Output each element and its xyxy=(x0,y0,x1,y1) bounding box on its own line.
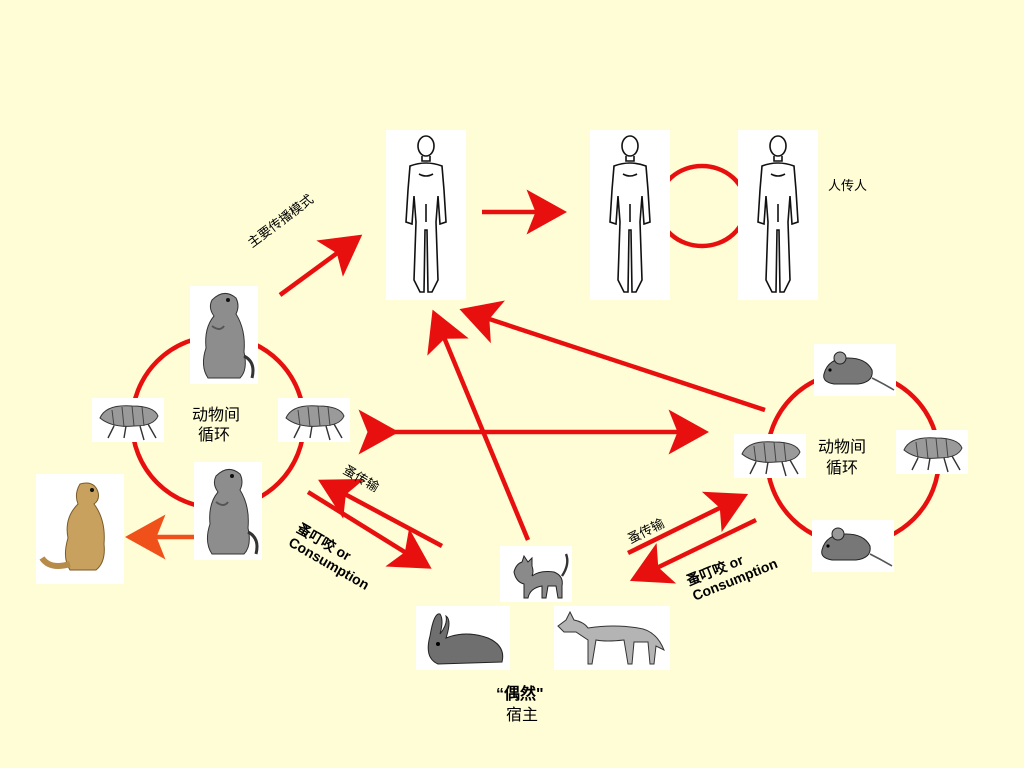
incidental-host-label-1: “偶然" xyxy=(496,686,544,703)
ground-squirrel-icon xyxy=(36,474,124,584)
flea-icon xyxy=(91,397,165,443)
human-to-human-loop xyxy=(655,163,749,249)
enzootic-cycle-left-label-1: 动物间 xyxy=(192,405,241,424)
enzootic-cycle-right-label-2: 循环 xyxy=(826,458,859,477)
prairie-dog-icon xyxy=(192,460,264,562)
enzootic-cycle-left-label-2: 循环 xyxy=(198,425,231,444)
flea-icon xyxy=(277,397,351,443)
human-figure-icon xyxy=(385,129,467,301)
human-figure-icon xyxy=(589,129,671,301)
human-to-human-label: 人传人 xyxy=(828,179,868,194)
enzootic-cycle-right-label-1: 动物间 xyxy=(818,437,867,456)
prairie-dog-icon xyxy=(188,284,260,386)
flea-icon xyxy=(895,429,969,475)
arrow-flea-bite-left xyxy=(306,490,432,569)
cat-icon xyxy=(498,544,574,604)
arrow-primary-mode xyxy=(278,234,363,297)
incidental-host-label-2: 宿主 xyxy=(506,705,539,724)
coyote-icon xyxy=(553,605,671,671)
arrow-flea-bite-right xyxy=(629,517,757,584)
arrows xyxy=(125,189,766,584)
mouse-icon xyxy=(813,343,897,397)
human-figure-icon xyxy=(737,129,819,301)
flea-icon xyxy=(733,433,807,479)
arrow-right-cycle-to-human xyxy=(459,300,766,413)
mouse-icon xyxy=(811,519,895,573)
arrow-cat-to-human xyxy=(427,309,531,541)
rabbit-icon xyxy=(415,605,511,671)
